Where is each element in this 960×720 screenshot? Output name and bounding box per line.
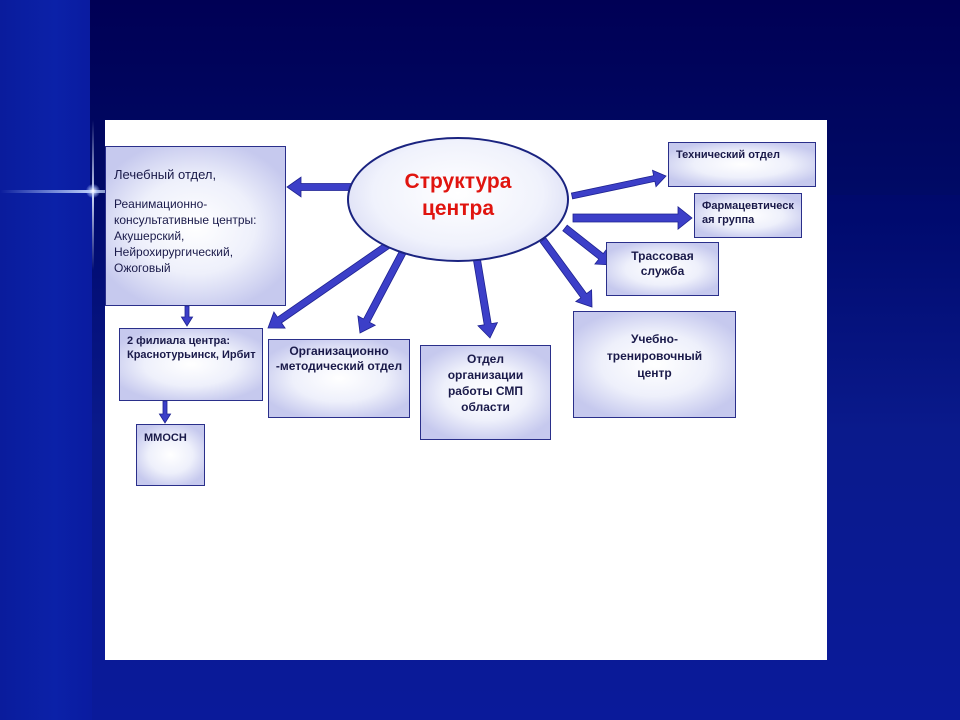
arrow-to-tech [570, 169, 667, 200]
node-tech: Технический отдел [668, 142, 816, 187]
node-mmosn: ММОСН [136, 424, 205, 486]
center-title: Структура центра [404, 169, 512, 220]
light-flare-center [86, 184, 100, 198]
arrow-to-farm [572, 205, 693, 231]
node-trassovaya-label: Трассовая служба [631, 249, 694, 278]
arrow-to-filiala [267, 241, 391, 329]
center-node: Структура центра [347, 137, 569, 262]
arrow-to-otdel-smp [473, 258, 499, 339]
node-uchebno: Учебно-тренировочный центр [573, 311, 736, 418]
slide-background-left [0, 0, 92, 720]
node-lechebny-subtitle: Реанимационно-консультативные центры: Ак… [114, 197, 257, 275]
arrow-lechebny-to-filiala [180, 305, 194, 327]
arrow-to-orgmet [357, 245, 409, 334]
node-orgmet-label: Организационно -методический отдел [275, 344, 403, 373]
node-tech-label: Технический отдел [676, 149, 781, 161]
node-farm: Фармацевтическая группа [694, 193, 802, 238]
arrow-to-lechebny [286, 176, 353, 198]
arrow-to-trassovaya [562, 224, 613, 266]
light-flare-horizontal [0, 190, 160, 193]
node-otdel-smp: Отдел организации работы СМП области [420, 345, 551, 440]
node-mmosn-label: ММОСН [144, 432, 187, 444]
node-trassovaya: Трассовая служба [606, 242, 719, 296]
node-farm-label: Фармацевтическая группа [702, 200, 794, 226]
node-filiala-label: 2 филиала центра: Краснотурьинск, Ирбит [127, 335, 256, 361]
arrow-to-uchebno [539, 237, 593, 308]
node-orgmet: Организационно -методический отдел [268, 339, 410, 418]
node-otdel-smp-label: Отдел организации работы СМП области [447, 352, 524, 414]
node-uchebno-label: Учебно-тренировочный центр [606, 332, 703, 380]
node-lechebny-otdel: Лечебный отдел, Реанимационно-консультат… [105, 146, 286, 306]
arrow-filiala-to-mmosn [158, 400, 172, 424]
node-filiala: 2 филиала центра: Краснотурьинск, Ирбит [119, 328, 263, 401]
node-lechebny-title: Лечебный отдел, [114, 167, 217, 182]
